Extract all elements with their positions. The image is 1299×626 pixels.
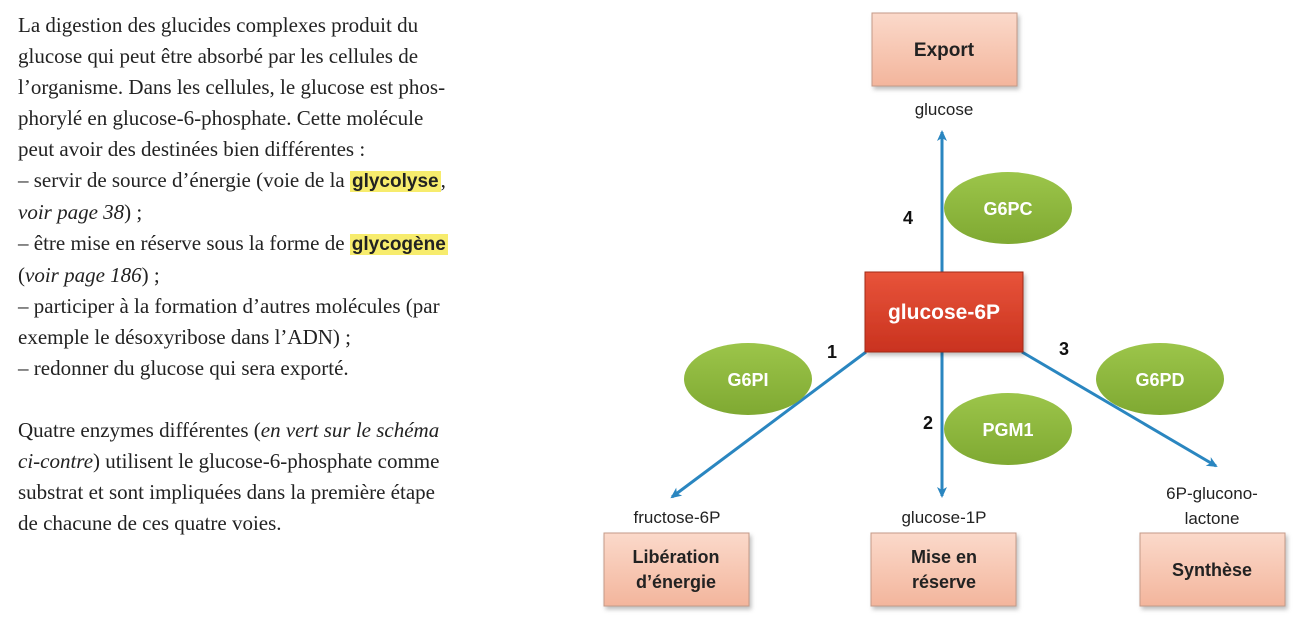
text-line: phorylé en glucose-6-phosphate. Cette mo… [18, 103, 566, 134]
text-segment: l’organisme. Dans les cellules, le gluco… [18, 75, 446, 99]
text-segment: – participer à la formation d’autres mol… [18, 294, 440, 318]
glucose-6p-label: glucose-6P [888, 301, 1000, 324]
synthese-label: Synthèse [1172, 560, 1252, 580]
liberation-label-line2: d’énergie [636, 572, 716, 592]
italic-text: voir page 38 [18, 200, 125, 224]
text-segment: Quatre enzymes différentes ( [18, 418, 261, 442]
text-line: glucose qui peut être absorbé par les ce… [18, 41, 566, 72]
pathway-number-2: 2 [923, 413, 933, 433]
text-line: exemple le désoxyribose dans l’ADN) ; [18, 322, 566, 353]
highlighted-term: glycogène [349, 234, 448, 255]
text-line: – servir de source d’énergie (voie de la… [18, 165, 566, 197]
enzyme-g6pi-label: G6PI [727, 370, 768, 390]
enzyme-g6pd-label: G6PD [1135, 370, 1184, 390]
arrow-to-fructose [670, 350, 867, 499]
text-segment: ) ; [141, 263, 160, 287]
mise-en-reserve-box [870, 532, 1017, 607]
text-line: Quatre enzymes différentes (en vert sur … [18, 415, 566, 446]
gluconolactone-label-line1: 6P-glucono- [1166, 484, 1258, 503]
text-segment: ) utilisent le glucose-6-phosphate comme [93, 449, 440, 473]
text-segment: ) ; [124, 200, 143, 224]
export-box-label: Export [914, 40, 975, 61]
text-line: voir page 38) ; [18, 197, 566, 228]
glucose-6p-box [864, 271, 1024, 353]
text-line: La digestion des glucides complexes prod… [18, 10, 566, 41]
text-line: substrat et sont impliquées dans la prem… [18, 477, 566, 508]
text-segment: substrat et sont impliquées dans la prem… [18, 480, 435, 504]
highlighted-term: glycolyse [349, 171, 441, 192]
text-line: – participer à la formation d’autres mol… [18, 291, 566, 322]
text-segment: – être mise en réserve sous la forme de [18, 231, 350, 255]
text-segment: phorylé en glucose-6-phosphate. Cette mo… [18, 106, 424, 130]
text-line: peut avoir des destinées bien différente… [18, 134, 566, 165]
liberation-label-line1: Libération [632, 547, 719, 567]
text-line: de chacune de ces quatre voies. [18, 508, 566, 539]
italic-text: en vert sur le schéma [260, 418, 440, 442]
text-segment: , [440, 168, 446, 192]
text-line: l’organisme. Dans les cellules, le gluco… [18, 72, 566, 103]
enzyme-pgm1-label: PGM1 [982, 420, 1033, 440]
text-segment: exemple le désoxyribose dans l’ADN) ; [18, 325, 351, 349]
pathway-number-3: 3 [1059, 339, 1069, 359]
text-segment: de chacune de ces quatre voies. [18, 511, 282, 535]
reserve-label-line1: Mise en [911, 547, 977, 567]
export-box [871, 12, 1018, 87]
liberation-energie-box [603, 532, 750, 607]
text-line: – être mise en réserve sous la forme de … [18, 228, 566, 260]
reserve-label-line2: réserve [912, 572, 976, 592]
text-segment: ( [18, 263, 25, 287]
italic-text: voir page 186 [25, 263, 142, 287]
text-segment: glucose qui peut être absorbé par les ce… [18, 44, 419, 68]
glucose-label: glucose [915, 100, 974, 119]
pathway-number-4: 4 [903, 208, 913, 228]
enzyme-g6pd [1096, 343, 1224, 415]
gluconolactone-label-line2: lactone [1185, 509, 1240, 528]
italic-text: ci-contre [18, 449, 94, 473]
synthese-box [1139, 532, 1286, 607]
enzyme-pgm1 [944, 393, 1072, 465]
pathway-number-1: 1 [827, 342, 837, 362]
text-segment: peut avoir des destinées bien différente… [18, 137, 366, 161]
text-segment: – servir de source d’énergie (voie de la [18, 168, 350, 192]
text-segment: La digestion des glucides complexes prod… [18, 13, 419, 37]
enzyme-g6pc-label: G6PC [983, 199, 1032, 219]
arrow-to-gluconolactone [1021, 350, 1218, 468]
text-segment: – redonner du glucose qui sera exporté. [18, 356, 349, 380]
text-line: – redonner du glucose qui sera exporté. [18, 353, 566, 384]
text-line: (voir page 186) ; [18, 260, 566, 291]
enzyme-g6pi [684, 343, 812, 415]
explanation-text: La digestion des glucides complexes prod… [18, 10, 566, 539]
text-line: ci-contre) utilisent le glucose-6-phosph… [18, 446, 566, 477]
enzyme-g6pc [944, 172, 1072, 244]
glucose-1p-label: glucose-1P [901, 508, 986, 527]
fructose-6p-label: fructose-6P [634, 508, 721, 527]
